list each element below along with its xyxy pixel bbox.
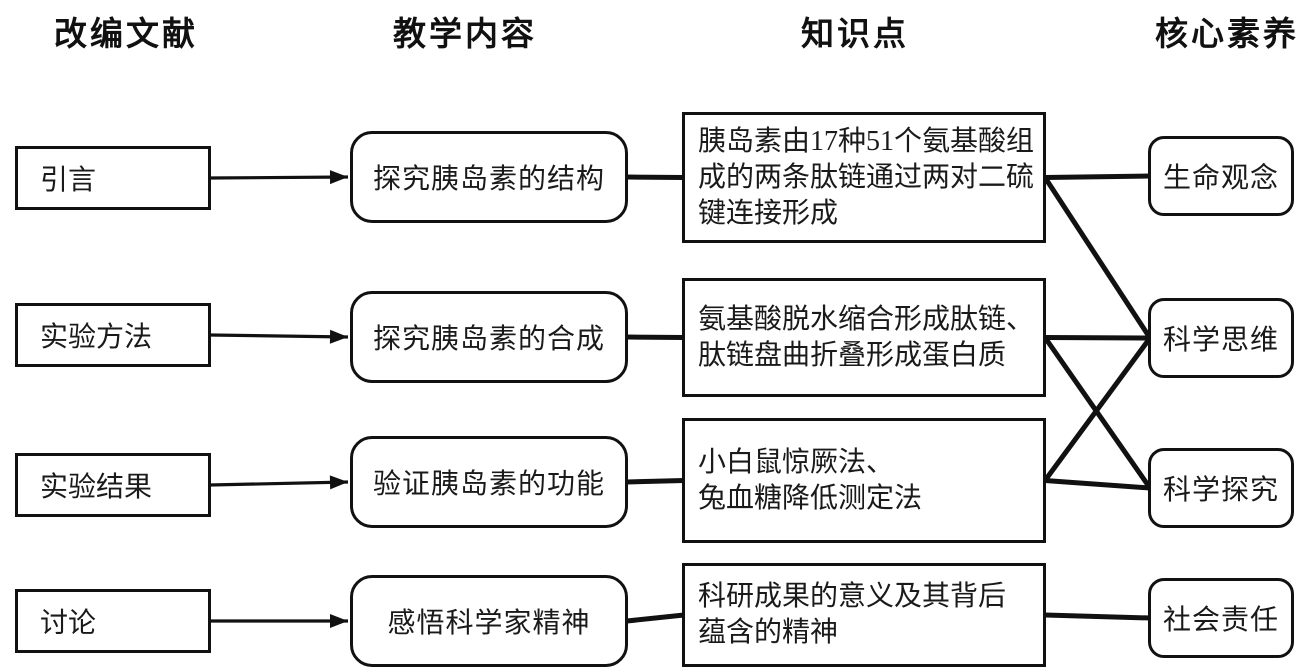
knowledge-box-structure: 胰岛素由17种51个氨基酸组 成的两条肽链通过两对二硫 键连接形成 (682, 112, 1046, 243)
column-header-literature: 改编文献 (54, 15, 198, 52)
competency-box-scientific-thinking: 科学思维 (1148, 298, 1294, 378)
teaching-box-synthesis: 探究胰岛素的合成 (350, 291, 628, 383)
knowledge-box-assays: 小白鼠惊厥法、 兔血糖降低测定法 (682, 418, 1046, 543)
column-header-teaching: 教学内容 (393, 15, 537, 52)
column-header-competency: 核心素养 (1155, 15, 1299, 52)
competency-box-life-concept: 生命观念 (1148, 136, 1294, 216)
column-header-knowledge: 知识点 (801, 15, 909, 52)
teaching-box-function: 验证胰岛素的功能 (350, 436, 628, 528)
teaching-box-spirit: 感悟科学家精神 (350, 575, 628, 667)
literature-box-discussion: 讨论 (15, 589, 211, 653)
competency-box-scientific-inquiry: 科学探究 (1148, 448, 1294, 528)
literature-box-results: 实验结果 (15, 453, 211, 517)
knowledge-box-synthesis: 氨基酸脱水缩合形成肽链、 肽链盘曲折叠形成蛋白质 (682, 278, 1046, 397)
literature-box-methods: 实验方法 (15, 303, 211, 367)
knowledge-box-meaning: 科研成果的意义及其背后 蕴含的精神 (682, 563, 1046, 667)
literature-box-introduction: 引言 (15, 146, 211, 210)
teaching-box-structure: 探究胰岛素的结构 (350, 131, 628, 223)
competency-box-social-responsibility: 社会责任 (1148, 578, 1294, 658)
